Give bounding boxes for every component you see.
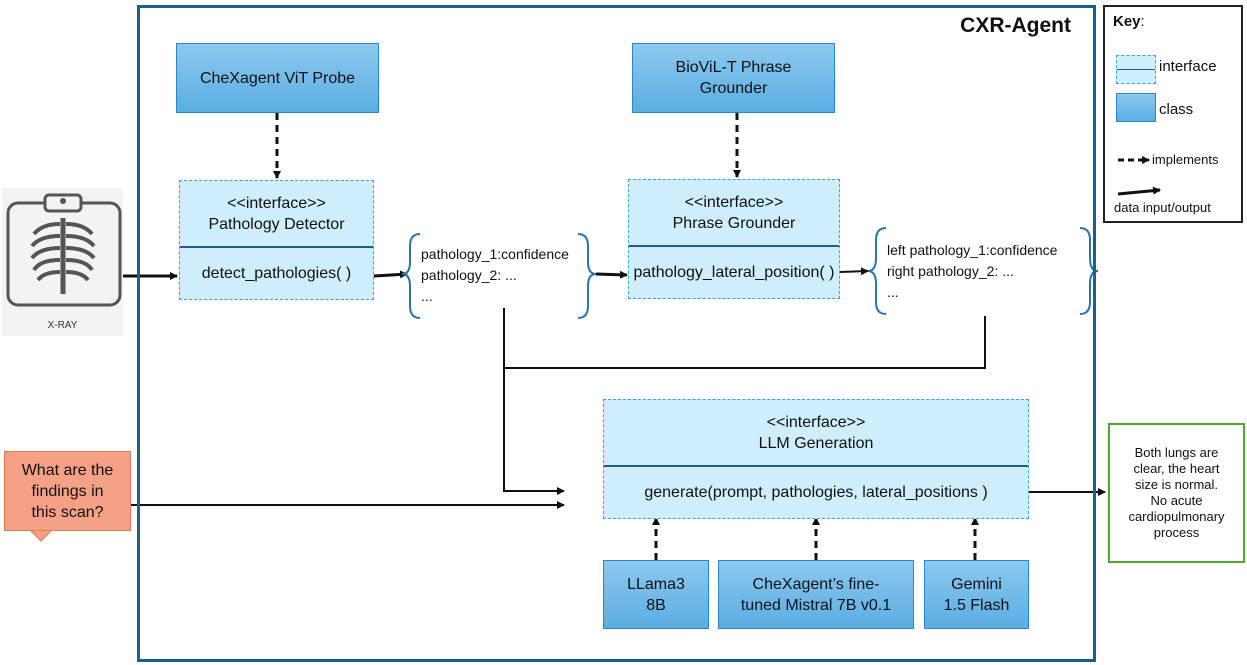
phrase-grounder-name: Phrase Grounder [672,215,796,232]
detect-pathologies-method: detect_pathologies( ) [201,265,352,282]
phrase-grounder-stereotype: <<interface>> [684,194,784,211]
mistral-line2: tuned Mistral 7B v0.1 [740,596,892,614]
phrase-grounder-interface: <<interface>> Phrase Grounder pathology_… [628,179,840,299]
generate-method: generate(prompt, pathologies, lateral_po… [644,484,988,501]
pathology-lateral-position-method: pathology_lateral_position( ) [633,264,835,281]
flow-detector-to-list [373,270,408,279]
key-class-swatch [1116,93,1156,122]
pathology-list-item: pathology_2: ... [421,267,517,283]
output-report-box: Both lungs are clear, the heart size is … [1108,423,1245,563]
xray-tile: X-RAY [2,188,123,336]
question-callout: What are the findings in this scan? [4,451,131,531]
xray-label: X-RAY [47,320,78,331]
pathology-detector-divider [180,246,373,248]
key-class-label: class [1159,101,1194,118]
mistral-line1: CheXagent’s fine- [752,575,880,593]
brace-right-lateral [1079,227,1099,315]
llama3-line1: LLama3 [627,575,685,593]
pathology-detector-name: Pathology Detector [208,216,345,233]
llama3-line2: 8B [646,596,666,614]
chexagent-vit-probe-label: CheXagent ViT Probe [199,69,356,87]
mistral-class: CheXagent’s fine- tuned Mistral 7B v0.1 [718,560,914,629]
flow-grounder-to-lateral [839,267,869,276]
pathology-detector-interface: <<interface>> Pathology Detector detect_… [179,180,374,300]
pathology-list-item: ... [421,288,433,304]
key-interface-label: interface [1159,58,1217,75]
lateral-list-item: ... [887,284,899,300]
biovil-phrase-grounder-class: BioViL-T Phrase Grounder [632,43,835,113]
phrase-grounder-divider [629,245,839,247]
gemini-line1: Gemini [951,575,1002,593]
output-line: clear, the heart [1133,461,1220,476]
brace-right-pathologies [577,233,597,319]
llm-generation-name: LLM Generation [758,435,874,452]
lateral-list-item: left pathology_1:confidence [887,242,1058,258]
flow-list-to-grounder [595,270,628,279]
output-line: Both lungs are [1134,445,1219,460]
gemini-class: Gemini 1.5 Flash [924,560,1029,629]
question-line: findings in [31,482,104,500]
lateral-list-item: right pathology_2: ... [887,263,1014,279]
output-line: cardiopulmonary [1128,509,1225,524]
key-arrows [1117,156,1161,196]
biovil-label-line1: BioViL-T Phrase [675,59,792,76]
key-data-io-arrow [1117,186,1161,196]
pathology-list: pathology_1:confidence pathology_2: ... … [421,244,569,307]
brace-left-pathologies [401,233,421,319]
xray-clipboard-icon [6,193,122,307]
chexagent-vit-probe-class: CheXagent ViT Probe [176,43,379,113]
pathology-list-item: pathology_1:confidence [421,246,569,262]
brace-left-lateral [867,227,887,315]
key-data-io-label: data input/output [1114,200,1211,215]
llm-generation-interface: <<interface>> LLM Generation generate(pr… [603,399,1029,519]
cxr-agent-title: CXR-Agent [960,14,1071,37]
lateral-position-list: left pathology_1:confidence right pathol… [887,240,1057,303]
llama3-class: LLama3 8B [603,560,709,629]
key-title: Key [1113,13,1141,30]
llm-generation-stereotype: <<interface>> [766,414,866,431]
llm-generation-divider [604,465,1028,467]
gemini-line2: 1.5 Flash [943,596,1010,614]
flow-lateral-to-llm [504,316,986,369]
cxr-agent-boundary: CXR-Agent [137,5,1096,662]
pathology-detector-stereotype: <<interface>> [227,195,326,212]
key-implements-label: implements [1152,152,1219,167]
key-title-wrap: Key: [1113,13,1145,30]
key-title-colon: : [1140,13,1145,30]
output-line: process [1153,525,1200,540]
key-interface-swatch [1116,55,1156,84]
biovil-label-line2: Grounder [699,80,768,97]
question-line: What are the [21,461,114,479]
output-line: No acute [1150,493,1203,508]
question-line: this scan? [31,503,104,521]
output-line: size is normal. [1134,477,1219,492]
key-legend: Key: interface class implements data inp… [1103,5,1243,223]
question-callout-tail [28,529,54,542]
